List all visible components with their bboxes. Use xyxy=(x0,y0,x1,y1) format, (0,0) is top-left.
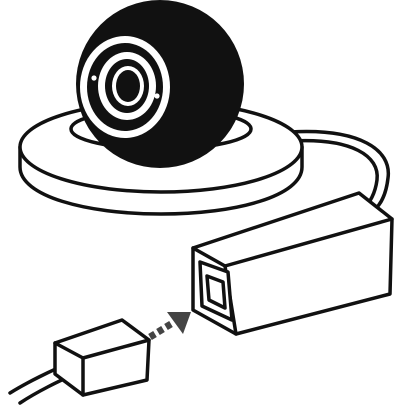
camera-dome xyxy=(76,0,244,168)
lens-glass xyxy=(116,70,140,102)
usb-plug-body xyxy=(55,320,149,395)
sensor-dot-right xyxy=(154,93,159,98)
usb-plug xyxy=(10,320,149,403)
sensor-dot-left xyxy=(91,75,96,80)
insert-direction-arrow xyxy=(150,312,191,337)
usb-adapter xyxy=(193,193,392,334)
